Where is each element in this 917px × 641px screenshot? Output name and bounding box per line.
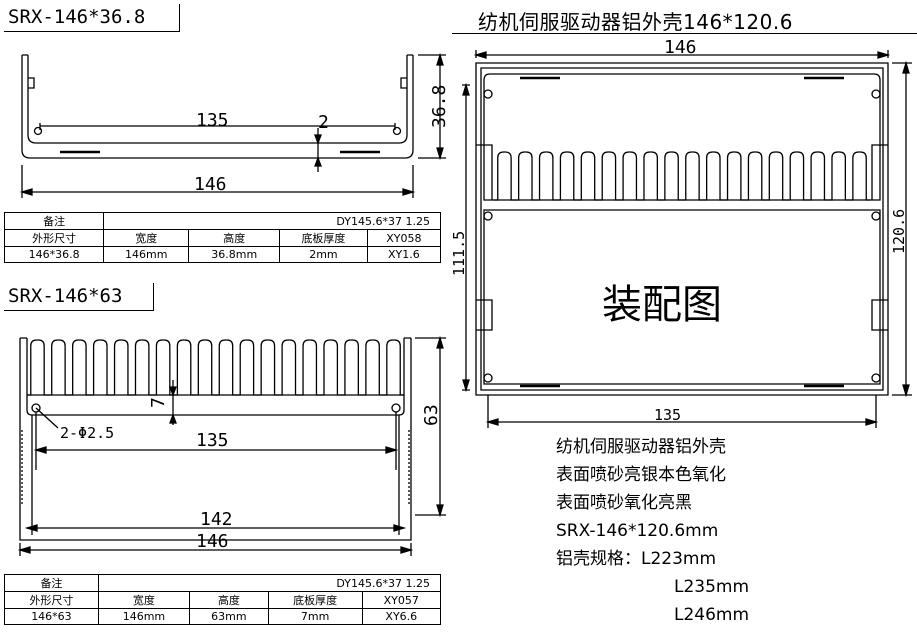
assembly-drawing bbox=[462, 50, 912, 428]
assembly-dim-inner: 135 bbox=[654, 406, 681, 424]
desc-model: SRX-146*120.6mm bbox=[556, 521, 719, 541]
desc-line: 表面喷砂氧化亮黑 bbox=[556, 493, 692, 513]
note-label: 备注 bbox=[4, 574, 99, 592]
table-header: 底板厚度 bbox=[267, 591, 363, 609]
table-cell: 146*63 bbox=[4, 608, 99, 625]
profile-a-dim-base: 2 bbox=[318, 112, 329, 133]
table-cell: 36.8mm bbox=[188, 246, 281, 263]
spec-table-b: 备注 DY145.6*37 1.25 外形尺寸 宽度 高度 底板厚度 XY057… bbox=[4, 574, 442, 625]
spec-label: 铝壳规格： bbox=[556, 549, 641, 569]
desc-line: 表面喷砂亮银本色氧化 bbox=[556, 465, 726, 485]
table-cell: XY6.6 bbox=[361, 608, 442, 625]
profile-b-dim-fin: 7 bbox=[148, 397, 169, 408]
table-header: 高度 bbox=[188, 229, 281, 247]
profile-b-dim-height: 63 bbox=[421, 404, 442, 426]
assembly-dim-inner-height: 111.5 bbox=[450, 231, 468, 276]
assembly-dim-height: 120.6 bbox=[890, 209, 908, 254]
profile-a-dim-width: 146 bbox=[194, 174, 227, 195]
note-label: 备注 bbox=[3, 212, 105, 230]
table-header: 外形尺寸 bbox=[4, 591, 99, 609]
profile-a-title: SRX-146*36.8 bbox=[4, 4, 180, 32]
length-option: L235mm bbox=[674, 577, 750, 597]
table-cell: 7mm bbox=[267, 608, 363, 625]
table-header: XY057 bbox=[361, 591, 442, 609]
note-value: DY145.6*37 1.25 bbox=[103, 212, 441, 230]
length-option: L246mm bbox=[674, 605, 750, 625]
profile-b-dim-span: 142 bbox=[200, 509, 233, 530]
profile-b-dim-inner: 135 bbox=[196, 430, 229, 451]
spec-table-a: 备注 DY145.6*37 1.25 外形尺寸 宽度 高度 底板厚度 XY058… bbox=[3, 212, 442, 263]
table-header: 高度 bbox=[188, 591, 269, 609]
table-cell: 146mm bbox=[103, 246, 190, 263]
profile-a-drawing bbox=[19, 52, 446, 198]
profile-b-dim-width: 146 bbox=[196, 531, 229, 552]
table-cell: 63mm bbox=[188, 608, 269, 625]
desc-spec-row: 铝壳规格：L223mm bbox=[556, 545, 749, 573]
product-description: 纺机伺服驱动器铝外壳 表面喷砂亮银本色氧化 表面喷砂氧化亮黑 SRX-146*1… bbox=[556, 433, 749, 629]
table-header: 外形尺寸 bbox=[3, 229, 105, 247]
assembly-center-label: 装配图 bbox=[602, 282, 722, 328]
desc-line: 纺机伺服驱动器铝外壳 bbox=[556, 437, 726, 457]
profile-a-dim-height: 36.8 bbox=[429, 85, 450, 128]
table-header: 宽度 bbox=[97, 591, 190, 609]
profile-a-dim-inner: 135 bbox=[196, 110, 229, 131]
length-option: L223mm bbox=[641, 549, 717, 569]
assembly-dim-width: 146 bbox=[664, 37, 697, 58]
assembly-title: 纺机伺服驱动器铝外壳146*120.6 bbox=[478, 10, 793, 34]
table-cell: 146*36.8 bbox=[3, 246, 105, 263]
note-value: DY145.6*37 1.25 bbox=[97, 574, 442, 592]
profile-b-title: SRX-146*63 bbox=[4, 283, 154, 311]
table-header: 底板厚度 bbox=[279, 229, 368, 247]
table-header: 宽度 bbox=[103, 229, 190, 247]
table-cell: 2mm bbox=[279, 246, 368, 263]
table-cell: 146mm bbox=[97, 608, 190, 625]
profile-b-dim-hole: 2-Φ2.5 bbox=[60, 424, 114, 442]
table-cell: XY1.6 bbox=[366, 246, 442, 263]
profile-b-drawing bbox=[17, 335, 446, 556]
title-rule bbox=[452, 33, 917, 34]
table-header: XY058 bbox=[366, 229, 442, 247]
